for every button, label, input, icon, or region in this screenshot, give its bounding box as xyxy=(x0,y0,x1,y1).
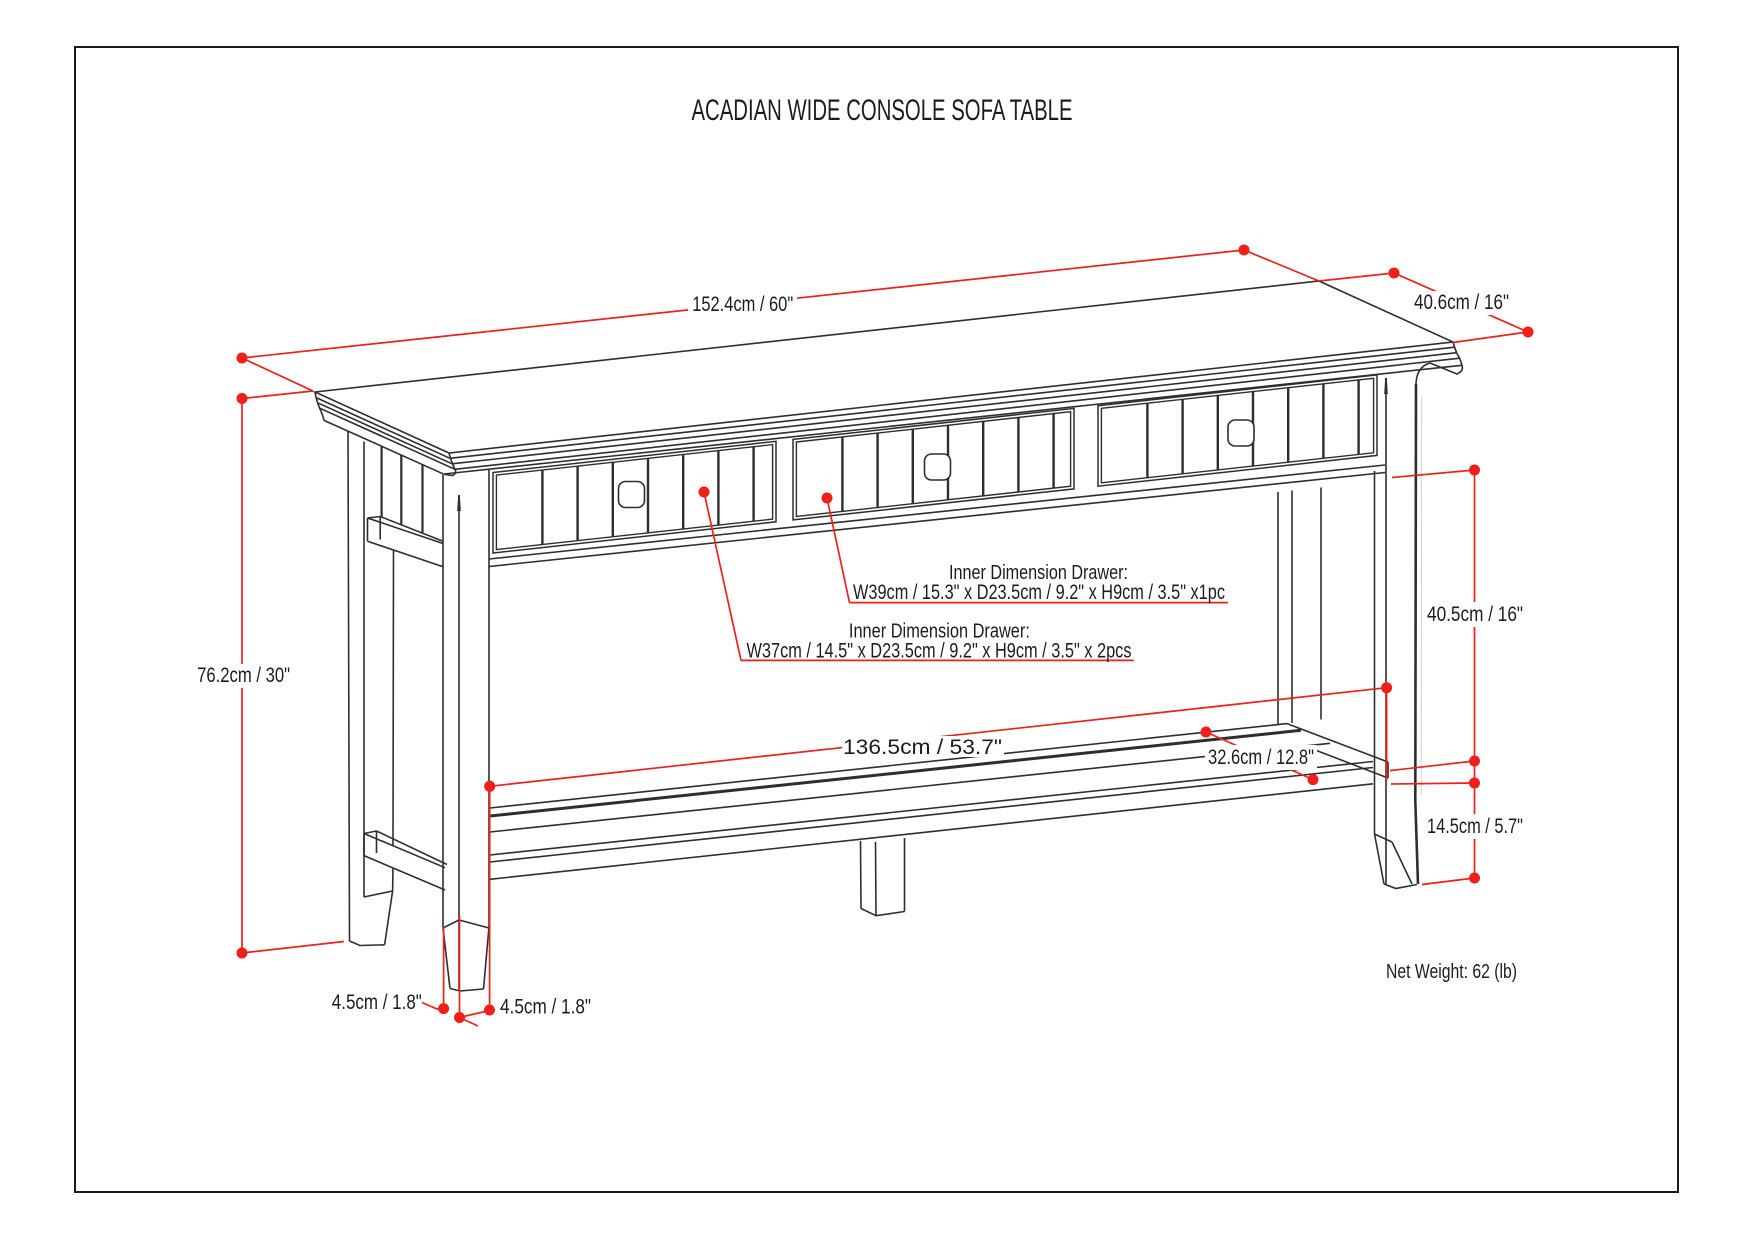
svg-text:W37cm / 14.5" x D23.5cm / 9.2": W37cm / 14.5" x D23.5cm / 9.2" x H9cm / … xyxy=(747,640,1132,663)
svg-text:Net Weight: 62 (lb): Net Weight: 62 (lb) xyxy=(1386,961,1517,983)
svg-text:152.4cm / 60": 152.4cm / 60" xyxy=(692,293,793,316)
svg-text:32.6cm / 12.8": 32.6cm / 12.8" xyxy=(1208,746,1314,769)
svg-text:4.5cm / 1.8": 4.5cm / 1.8" xyxy=(332,991,422,1014)
svg-text:40.5cm / 16": 40.5cm / 16" xyxy=(1427,603,1523,626)
svg-text:Inner Dimension Drawer:: Inner Dimension Drawer: xyxy=(949,562,1128,584)
svg-text:76.2cm / 30": 76.2cm / 30" xyxy=(197,664,290,687)
svg-text:ACADIAN WIDE CONSOLE SOFA TABL: ACADIAN WIDE CONSOLE SOFA TABLE xyxy=(692,94,1073,127)
svg-text:136.5cm / 53.7": 136.5cm / 53.7" xyxy=(843,736,1002,759)
svg-text:Inner Dimension Drawer:: Inner Dimension Drawer: xyxy=(849,621,1030,643)
svg-text:4.5cm / 1.8": 4.5cm / 1.8" xyxy=(500,996,591,1019)
svg-text:14.5cm / 5.7": 14.5cm / 5.7" xyxy=(1427,815,1523,838)
svg-text:40.6cm / 16": 40.6cm / 16" xyxy=(1414,291,1509,314)
svg-text:W39cm / 15.3" x D23.5cm / 9.2": W39cm / 15.3" x D23.5cm / 9.2" x H9cm / … xyxy=(853,581,1225,604)
